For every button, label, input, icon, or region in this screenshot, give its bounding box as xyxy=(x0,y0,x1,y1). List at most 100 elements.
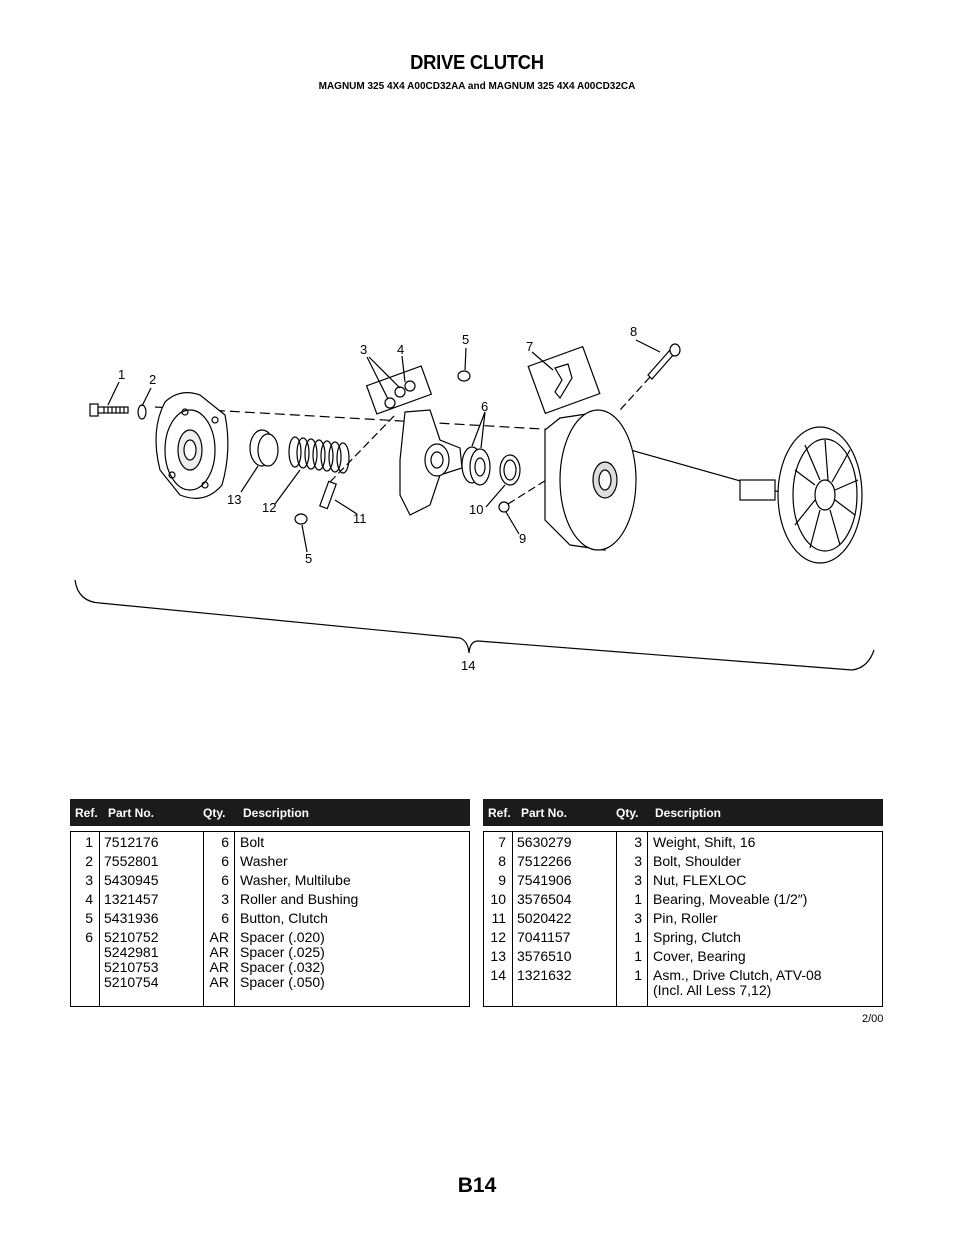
table-row: 12 7041157 1 Spring, Clutch xyxy=(484,928,882,947)
cell-part-no-value: 5210753 xyxy=(104,959,159,975)
header-qty: Qty. xyxy=(616,806,639,820)
cell-part-no-value: 7512266 xyxy=(517,853,572,869)
cell-qty-value: 3 xyxy=(634,910,642,926)
cell-ref: 6 xyxy=(85,929,93,945)
parts-table-right: Ref. Part No. Qty. Description 7 5630279 3… xyxy=(483,799,883,1007)
cell-qty: 6 xyxy=(203,911,234,926)
callout-6: 6 xyxy=(481,399,488,414)
cell-part-no: 5430945 xyxy=(99,873,203,888)
shoulder-bolt-part xyxy=(647,343,681,380)
cell-description-value: Washer xyxy=(240,853,288,869)
cell-part-no: 7541906 xyxy=(512,873,616,888)
callout-9: 9 xyxy=(519,531,526,546)
cell-qty: 3 xyxy=(203,892,234,907)
cell-ref: 12 xyxy=(490,929,506,945)
cell-qty-value: 1 xyxy=(634,891,642,907)
cell-qty-value: 3 xyxy=(634,834,642,850)
cover-part xyxy=(155,392,229,499)
spring-part xyxy=(288,436,350,474)
cell-qty: 3 xyxy=(616,911,647,926)
cell-part-no-value: 1321457 xyxy=(104,891,159,907)
callout-12: 12 xyxy=(262,500,276,515)
header-part: Part No. xyxy=(521,806,568,820)
roller-box xyxy=(365,365,433,415)
callout-7: 7 xyxy=(526,339,533,354)
cell-qty-value: 1 xyxy=(634,929,642,945)
revision-date: 2/00 xyxy=(862,1013,884,1025)
table-row: 4 1321457 3 Roller and Bushing xyxy=(71,890,469,909)
cell-qty: 1 xyxy=(616,930,647,945)
page-number: B14 xyxy=(457,1174,497,1197)
cell-description-value: Bolt xyxy=(240,834,265,850)
cell-part-no: 7512266 xyxy=(512,854,616,869)
cell-description: Washer xyxy=(234,854,288,869)
callout-4: 4 xyxy=(397,342,404,357)
cell-qty-value: 6 xyxy=(221,910,229,926)
cell-qty: 1 xyxy=(616,949,647,964)
page-title: DRIVE CLUTCH xyxy=(410,52,544,74)
bearing-part xyxy=(499,454,521,486)
cell-part-no: 5630279 xyxy=(512,835,616,850)
cell-part-no-value: 3576504 xyxy=(517,891,572,907)
cell-description: Bolt xyxy=(234,835,264,850)
cell-qty-value: 1 xyxy=(634,967,642,983)
header-desc: Description xyxy=(655,806,722,820)
cell-ref: 14 xyxy=(490,967,506,983)
cell-ref: 1 xyxy=(85,834,93,850)
spider-part xyxy=(399,409,463,516)
cell-description: Bolt, Shoulder xyxy=(647,854,741,869)
cell-part-no-value: 5431936 xyxy=(104,910,159,926)
cell-description-value: Bolt, Shoulder xyxy=(653,853,741,869)
cell-ref: 4 xyxy=(85,891,93,907)
table-header: Ref. Part No. Qty. Description xyxy=(70,799,470,826)
cell-part-no: 5020422 xyxy=(512,911,616,926)
cell-part-no: 7512176 xyxy=(99,835,203,850)
cell-part-no-value: 5020422 xyxy=(517,910,572,926)
cell-description: Spring, Clutch xyxy=(647,930,741,945)
cell-ref: 3 xyxy=(85,872,93,888)
callout-14: 14 xyxy=(461,658,475,673)
cell-part-no-value: 7552801 xyxy=(104,853,159,869)
cell-qty: 1 xyxy=(616,892,647,907)
cell-qty: 6 xyxy=(203,873,234,888)
column-divider xyxy=(203,832,204,1006)
callout-2: 2 xyxy=(149,372,156,387)
cell-description-value: Button, Clutch xyxy=(240,910,328,926)
cell-qty-value: 3 xyxy=(634,872,642,888)
cell-description-value: Spring, Clutch xyxy=(653,929,741,945)
cell-description-value: (Incl. All Less 7,12) xyxy=(653,982,772,998)
column-divider xyxy=(647,832,648,1006)
cell-qty-value: 6 xyxy=(221,853,229,869)
header-part: Part No. xyxy=(108,806,155,820)
cell-qty-value: AR xyxy=(209,974,229,990)
cell-description-value: Washer, Multilube xyxy=(240,872,351,888)
cell-description-value: Roller and Bushing xyxy=(240,891,359,907)
cell-part-no: 1321457 xyxy=(99,892,203,907)
cell-ref: 13 xyxy=(490,948,506,964)
fixed-sheave-part xyxy=(739,426,863,564)
cell-part-no: 3576510 xyxy=(512,949,616,964)
cell-ref: 5 xyxy=(85,910,93,926)
cell-part-no-value: 7512176 xyxy=(104,834,159,850)
callout-labels: 1 2 3 4 5 7 8 6 13 12 11 10 9 5 14 xyxy=(118,324,637,673)
cell-part-no: 1321632 xyxy=(512,968,616,998)
cell-part-no: 7041157 xyxy=(512,930,616,945)
nut-part xyxy=(498,501,510,513)
cell-description-value: Asm., Drive Clutch, ATV-08 xyxy=(653,967,822,983)
cell-ref: 7 xyxy=(498,834,506,850)
callout-1: 1 xyxy=(118,367,125,382)
table-header: Ref. Part No. Qty. Description xyxy=(483,799,883,826)
cell-ref: 9 xyxy=(498,872,506,888)
cell-qty-value: 6 xyxy=(221,834,229,850)
parts-table-left: Ref. Part No. Qty. Description 1 7512176 6… xyxy=(70,799,470,1007)
cell-qty: 1 xyxy=(616,968,647,998)
